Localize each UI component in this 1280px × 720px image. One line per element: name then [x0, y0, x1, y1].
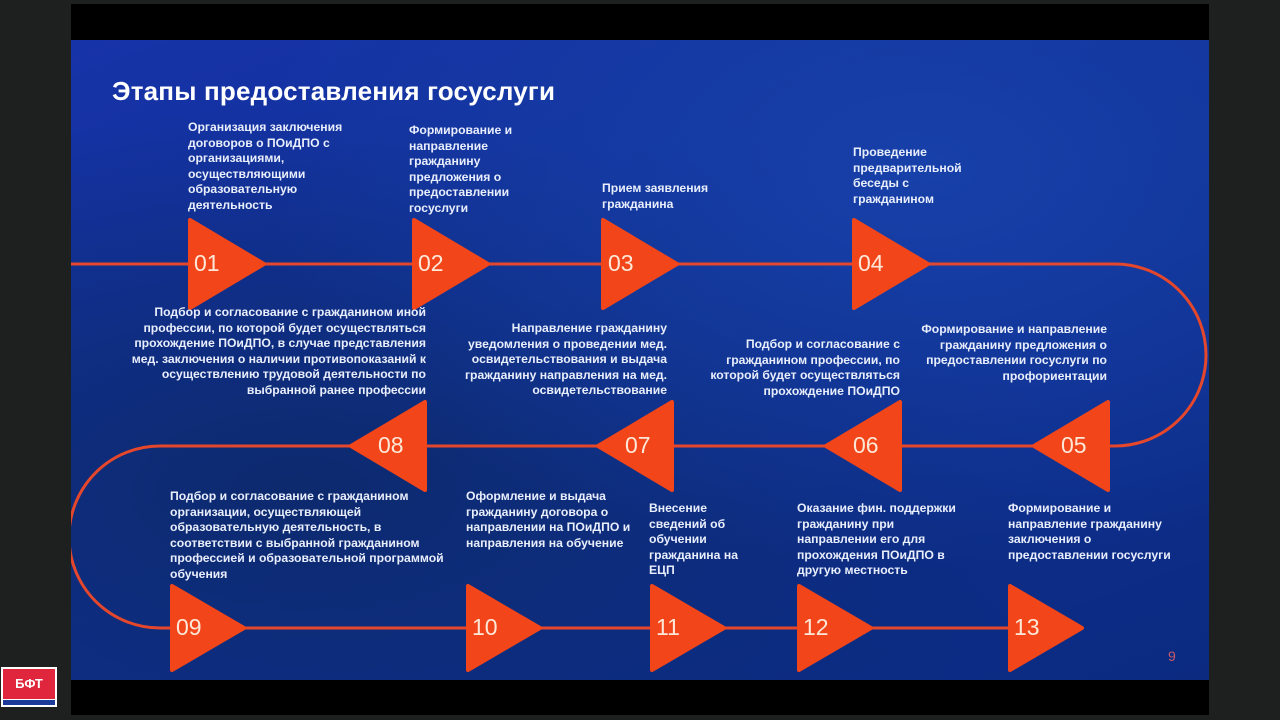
step-label-09: Подбор и согласование с гражданином орга…	[170, 489, 444, 581]
step-marker-03	[601, 218, 679, 310]
step-marker-13	[1008, 584, 1084, 672]
step-label-01: Организация заключения договоров о ПОиДП…	[188, 120, 343, 212]
step-marker-01	[188, 218, 266, 310]
step-number-13: 13	[1014, 614, 1040, 640]
step-label-07: Направление гражданину уведомления о про…	[464, 321, 667, 398]
step-label-03: Прием заявления гражданина	[602, 181, 709, 211]
step-number-05: 05	[1061, 432, 1087, 458]
step-marker-08	[349, 400, 427, 492]
step-label-04: Проведение предварительной беседы с граж…	[853, 145, 962, 206]
step-number-08: 08	[378, 432, 404, 458]
step-number-01: 01	[194, 250, 220, 276]
step-marker-11	[650, 584, 726, 672]
presentation-slide: Этапы предоставления госуслуги	[71, 40, 1209, 680]
step-label-02: Формирование и направление гражданину пр…	[409, 123, 513, 215]
step-label-06: Подбор и согласование с гражданином проф…	[710, 337, 900, 398]
slide-title: Этапы предоставления госуслуги	[112, 76, 556, 106]
step-marker-09	[170, 584, 246, 672]
bft-logo: БФТ	[1, 667, 57, 707]
step-number-06: 06	[853, 432, 879, 458]
step-marker-07	[596, 400, 674, 492]
step-label-08: Подбор и согласование с гражданином иной…	[131, 305, 426, 397]
step-number-02: 02	[418, 250, 444, 276]
step-label-11: Внесение сведений об обучении гражданина…	[649, 501, 738, 578]
logo-stripe	[3, 700, 55, 705]
step-label-10: Оформление и выдача гражданину договора …	[466, 489, 631, 550]
step-number-12: 12	[803, 614, 829, 640]
step-marker-06	[824, 400, 902, 492]
step-marker-05	[1032, 400, 1110, 492]
step-number-04: 04	[858, 250, 884, 276]
step-number-03: 03	[608, 250, 634, 276]
step-label-13: Формирование и направление гражданину за…	[1008, 501, 1171, 562]
process-connector-line	[71, 218, 1208, 672]
step-number-09: 09	[176, 614, 202, 640]
step-marker-10	[466, 584, 542, 672]
step-marker-02	[412, 218, 490, 310]
step-label-05: Формирование и направление гражданину пр…	[921, 322, 1107, 383]
step-marker-04	[852, 218, 930, 310]
step-label-12: Оказание фин. поддержки гражданину при н…	[797, 501, 956, 578]
step-number-07: 07	[625, 432, 651, 458]
step-marker-12	[797, 584, 873, 672]
logo-text: БФТ	[3, 669, 55, 699]
step-number-10: 10	[472, 614, 498, 640]
step-number-11: 11	[656, 614, 680, 640]
slide-page-number: 9	[1168, 648, 1176, 664]
